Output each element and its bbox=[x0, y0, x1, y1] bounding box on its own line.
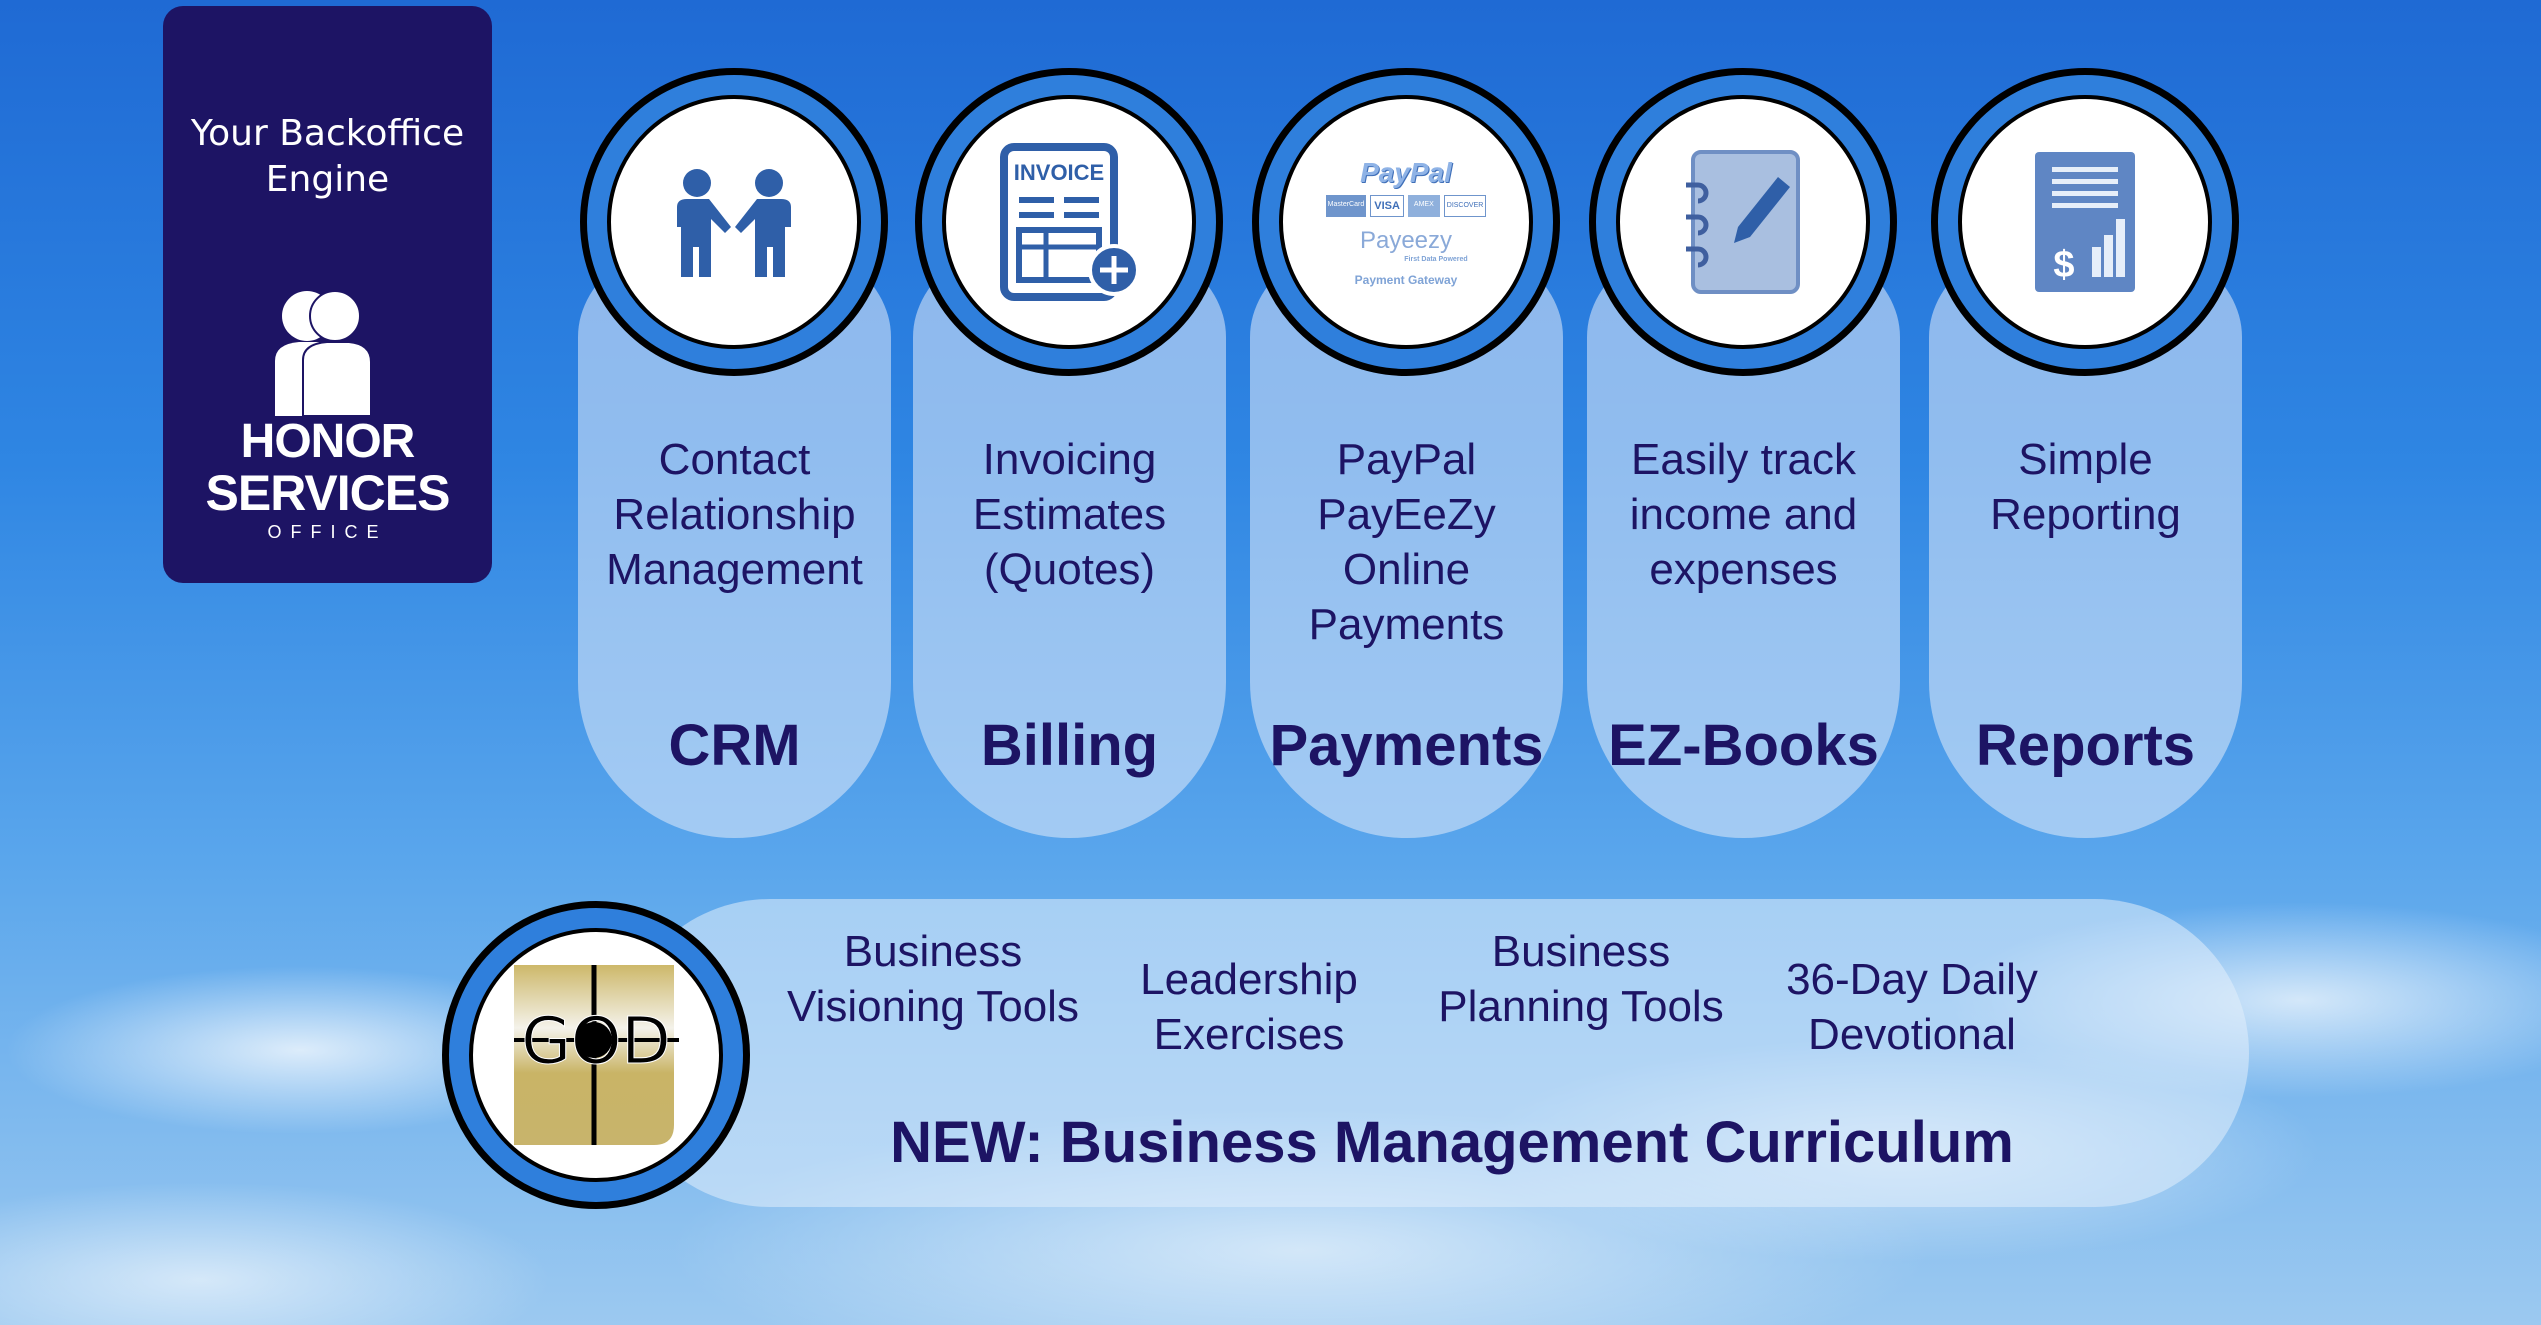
notebook-pencil-icon bbox=[1686, 150, 1800, 294]
payeezy-logo: Payeezy bbox=[1359, 227, 1453, 254]
curriculum-item: 36-Day Daily Devotional bbox=[1786, 955, 2038, 1059]
paypal-logo: PayPal bbox=[1360, 157, 1452, 188]
curriculum-item: Leadership Exercises bbox=[1140, 955, 1358, 1059]
brand-line-2: SERVICES bbox=[205, 465, 451, 521]
brand-panel: Your Backoffice Engine HONOR SERVICES OF… bbox=[163, 6, 492, 583]
tagline: Your Backoffice Engine bbox=[190, 113, 465, 200]
god-centered-business-logo: GOD bbox=[513, 965, 679, 1145]
payment-gateway-icon: PayPal MasterCard VISA AMEX DISCOVER Pay… bbox=[1306, 157, 1506, 287]
payment-gateway-label: Payment Gateway bbox=[1354, 273, 1458, 287]
card-logo: AMEX bbox=[1407, 195, 1440, 217]
brand-line-3: OFFICE bbox=[267, 522, 388, 542]
module-description: Contact Relationship Management bbox=[606, 435, 863, 594]
billing-icon-badge[interactable]: INVOICE bbox=[915, 68, 1223, 376]
payeezy-tagline: First Data Powered bbox=[1404, 256, 1468, 263]
module-description: PayPal PayEeZy Online Payments bbox=[1308, 435, 1505, 649]
module-description: Invoicing Estimates (Quotes) bbox=[972, 435, 1167, 594]
invoice-icon: INVOICE bbox=[1000, 143, 1140, 301]
card-logo: MasterCard bbox=[1325, 195, 1367, 217]
god-logo-badge[interactable]: GOD bbox=[442, 901, 750, 1209]
card-logo: VISA bbox=[1370, 195, 1404, 217]
ez-books-icon-badge[interactable] bbox=[1589, 68, 1897, 376]
curriculum-banner[interactable]: Business Visioning Tools Leadership Exer… bbox=[616, 899, 2249, 1207]
handshake-people-icon bbox=[677, 169, 791, 277]
module-title: Billing bbox=[980, 713, 1159, 778]
module-title: EZ-Books bbox=[1608, 713, 1879, 778]
card-logos: MasterCard VISA AMEX DISCOVER bbox=[1306, 195, 1506, 217]
reports-icon-badge[interactable]: $ bbox=[1931, 68, 2239, 376]
curriculum-item: Business Visioning Tools bbox=[787, 927, 1079, 1031]
invoice-label: INVOICE bbox=[1014, 160, 1104, 185]
svg-text:$: $ bbox=[2053, 244, 2074, 286]
god-logo-text: GOD bbox=[521, 1005, 670, 1079]
module-title: CRM bbox=[668, 713, 801, 778]
module-description: Easily track income and expenses bbox=[1629, 435, 1858, 594]
curriculum-title: NEW: Business Management Curriculum bbox=[890, 1110, 2014, 1175]
crm-icon-badge[interactable] bbox=[580, 68, 888, 376]
report-chart-icon: $ bbox=[2035, 152, 2135, 292]
module-crm[interactable]: Contact Relationship Management CRM bbox=[578, 227, 891, 838]
payments-icon-badge[interactable]: PayPal MasterCard VISA AMEX DISCOVER Pay… bbox=[1252, 68, 1560, 376]
people-logo-icon bbox=[275, 290, 372, 416]
module-title: Reports bbox=[1975, 713, 2196, 778]
module-description: Simple Reporting bbox=[1990, 435, 2181, 539]
brand-line-1: HONOR bbox=[240, 415, 416, 468]
module-title: Payments bbox=[1269, 713, 1544, 778]
curriculum-item: Business Planning Tools bbox=[1438, 927, 1724, 1031]
card-logo: DISCOVER bbox=[1443, 195, 1487, 217]
